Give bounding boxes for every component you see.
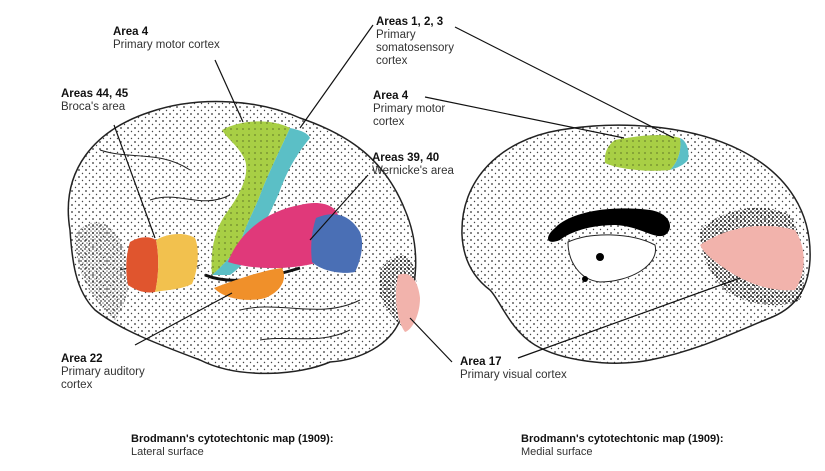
label-area-17: Area 17 Primary visual cortex [460, 356, 567, 382]
medial-brain [461, 124, 811, 364]
label-desc: somatosensory [376, 42, 454, 54]
caption-title: Brodmann's cytotechtonic map (1909): [131, 433, 334, 445]
label-title: Area 17 [460, 356, 502, 368]
label-title: Areas 39, 40 [372, 152, 440, 164]
label-desc: Primary auditory [61, 366, 145, 378]
caption-medial: Brodmann's cytotechtonic map (1909): Med… [521, 433, 724, 459]
label-desc: Broca's area [61, 101, 126, 113]
label-desc: Primary [376, 29, 416, 41]
label-area4-medial: Area 4 Primary motor cortex [373, 90, 445, 129]
label-desc: cortex [376, 55, 408, 67]
caption-lateral: Brodmann's cytotechtonic map (1909): Lat… [131, 433, 334, 459]
label-title: Areas 44, 45 [61, 88, 129, 100]
label-title: Areas 1, 2, 3 [376, 16, 444, 28]
label-areas-1-2-3: Areas 1, 2, 3 Primary somatosensory cort… [376, 16, 454, 68]
label-area-22: Area 22 Primary auditory cortex [61, 353, 145, 392]
caption-subtitle: Lateral surface [131, 446, 204, 458]
leader-lines [113, 24, 741, 363]
label-desc: cortex [373, 116, 405, 128]
label-desc: Wernicke's area [372, 165, 454, 177]
caption-title: Brodmann's cytotechtonic map (1909): [521, 433, 724, 445]
label-title: Area 4 [113, 26, 149, 38]
label-desc: Primary motor cortex [113, 39, 220, 51]
label-desc: Primary visual cortex [460, 369, 567, 381]
label-area4-lateral: Area 4 Primary motor cortex [113, 26, 220, 52]
label-title: Area 4 [373, 90, 409, 102]
label-areas-39-40: Areas 39, 40 Wernicke's area [372, 152, 454, 178]
label-title: Area 22 [61, 353, 103, 365]
caption-subtitle: Medial surface [521, 446, 593, 458]
label-areas-44-45: Areas 44, 45 Broca's area [61, 88, 128, 114]
label-desc: Primary motor [373, 103, 446, 115]
lateral-brain [67, 100, 420, 375]
label-desc: cortex [61, 379, 93, 391]
